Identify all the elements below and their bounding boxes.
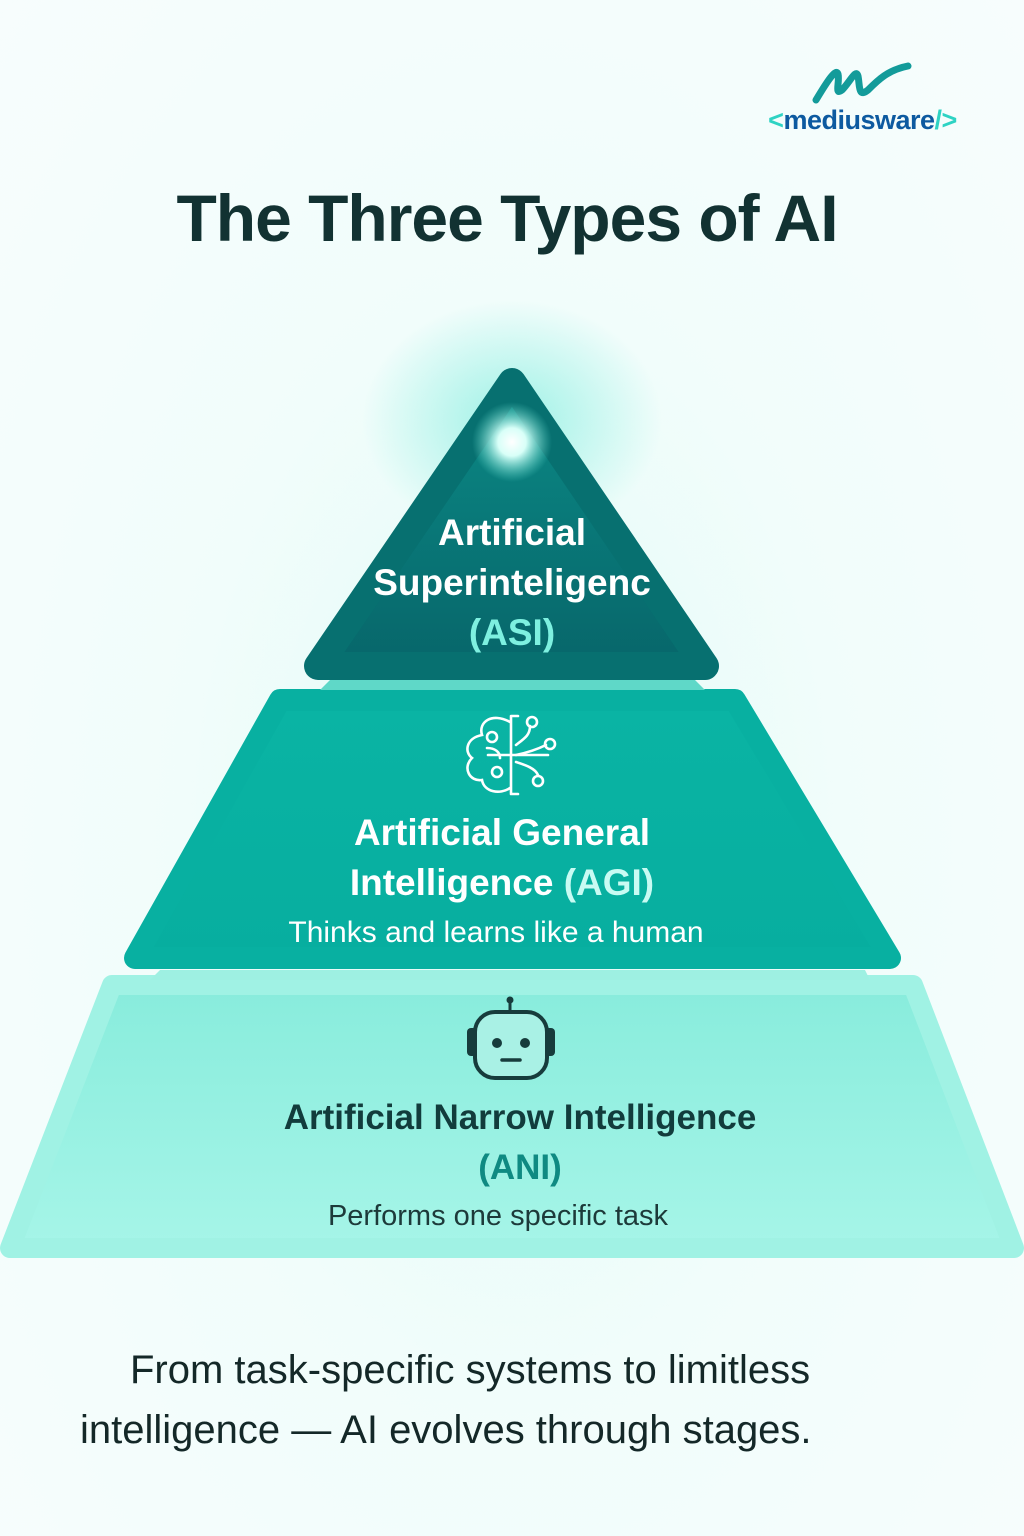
agi-line2: Intelligence <box>349 862 554 903</box>
ani-description: Performs one specific task <box>327 1200 669 1232</box>
brain-circuit-icon <box>466 714 557 796</box>
agi-abbr: (AGI) <box>563 862 655 903</box>
ani-line1: Artificial Narrow Intelligence <box>283 1098 757 1137</box>
logo-mark-icon <box>812 62 911 104</box>
ani-label: Artificial Narrow Intelligence (ANI) <box>8 1093 1024 1193</box>
mediusware-logo: <mediusware/> <box>750 60 975 136</box>
glowing-orb-icon <box>472 402 552 482</box>
tagline: From task-specific systems to limitless … <box>80 1340 900 1460</box>
logo-close-bracket: /> <box>934 105 958 135</box>
asi-label: Artificial Superinteligenc (ASI) <box>0 508 1024 658</box>
logo-name: mediusware <box>783 105 935 135</box>
agi-description: Thinks and learns like a human <box>288 916 704 949</box>
ani-abbr: (ANI) <box>478 1148 562 1187</box>
page-title: The Three Types of AI <box>176 181 838 255</box>
asi-line1: Artificial <box>437 512 587 553</box>
asi-line2: Superinteligenc <box>373 562 651 603</box>
tagline-line2: intelligence — AI evolves through stages… <box>80 1408 812 1452</box>
ani-tier <box>0 975 1024 1258</box>
agi-line1: Artificial General <box>353 812 651 853</box>
agi-tier <box>124 689 901 969</box>
tagline-line1: From task-specific systems to limitless <box>130 1348 811 1392</box>
logo-open-bracket: < <box>768 105 784 135</box>
robot-icon <box>467 996 555 1080</box>
agi-label: Artificial General Intelligence (AGI) <box>0 808 1014 908</box>
asi-abbr: (ASI) <box>468 612 556 653</box>
asi-tier <box>304 368 719 680</box>
